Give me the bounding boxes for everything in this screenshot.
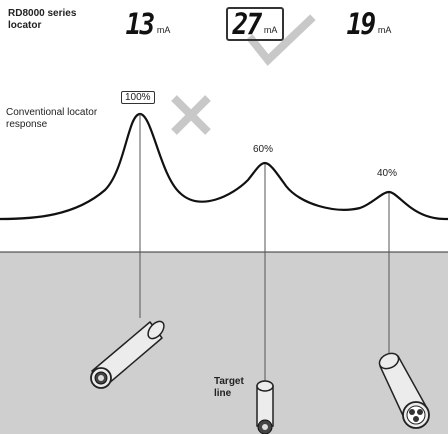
peak-label-2: 60% xyxy=(253,144,274,155)
reading-3-value: 19 xyxy=(346,7,377,41)
reading-1-value: 13 xyxy=(125,7,156,41)
cross-icon xyxy=(171,95,211,135)
response-curve xyxy=(0,112,448,221)
reading-2-value: 27 xyxy=(232,7,263,41)
reading-2: 27 mA xyxy=(226,7,285,41)
peak-label-3: 40% xyxy=(377,168,398,179)
reading-1: 13 mA xyxy=(124,5,171,41)
peak-label-1: 100% xyxy=(121,91,155,104)
conventional-label: Conventional locator response xyxy=(6,107,98,130)
pipe-1 xyxy=(90,320,165,389)
reading-3: 19 mA xyxy=(345,5,392,41)
reading-3-unit: mA xyxy=(377,25,392,35)
check-icon xyxy=(246,14,316,66)
reading-1-unit: mA xyxy=(156,25,171,35)
ground-area xyxy=(0,252,448,434)
pipe-3 xyxy=(378,352,430,429)
series-label: RD8000 series locator xyxy=(8,8,77,31)
pipe-2 xyxy=(256,380,274,434)
target-label: Target line xyxy=(214,376,244,399)
reading-2-unit: mA xyxy=(263,25,278,35)
